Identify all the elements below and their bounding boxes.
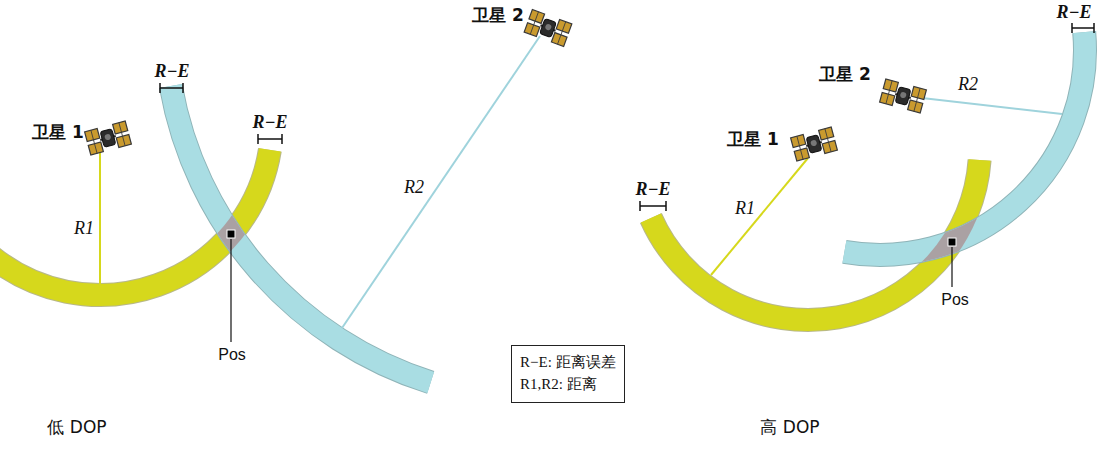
satellite-icon [791, 127, 838, 161]
legend-text: R−E: 距离误差 [520, 352, 616, 374]
range-error-label: R−E [636, 179, 671, 200]
range-error-label: R−E [155, 61, 190, 82]
overlap-region [844, 32, 1085, 255]
range-line [922, 98, 1062, 114]
satellite-icon [85, 121, 132, 155]
range-label: R2 [404, 177, 424, 198]
panel-caption: 低 DOP [47, 418, 106, 438]
range-line [342, 36, 540, 328]
panel-caption: 高 DOP [760, 418, 819, 438]
range-error-label: R−E [1057, 2, 1092, 23]
range-label: R2 [958, 74, 978, 95]
legend-text: R1,R2: 距离 [520, 374, 616, 396]
range-band [171, 86, 431, 382]
satellite-label: 卫星 2 [472, 6, 524, 26]
satellite-icon [880, 79, 927, 113]
leader-line [230, 239, 231, 342]
range-line [711, 158, 808, 275]
range-error-bracket [160, 23, 1094, 211]
satellite-label: 卫星 2 [819, 65, 871, 85]
overlap-region [171, 86, 431, 382]
position-marker [948, 238, 956, 246]
range-band-outline [171, 86, 431, 382]
range-line [99, 152, 101, 284]
leader-line [951, 247, 952, 287]
satellite-label: 卫星 1 [727, 130, 779, 150]
position-label: Pos [941, 291, 969, 309]
range-error-label: R−E [253, 112, 288, 133]
position-label: Pos [218, 346, 246, 364]
range-band [844, 32, 1085, 255]
satellite-icon [524, 10, 572, 47]
range-band-outline [844, 32, 1085, 255]
range-label: R1 [74, 218, 94, 239]
satellite-label: 卫星 1 [32, 123, 84, 143]
range-label: R1 [735, 198, 755, 219]
legend-box: R−E: 距离误差R1,R2: 距离 [511, 345, 625, 403]
position-marker [227, 230, 235, 238]
